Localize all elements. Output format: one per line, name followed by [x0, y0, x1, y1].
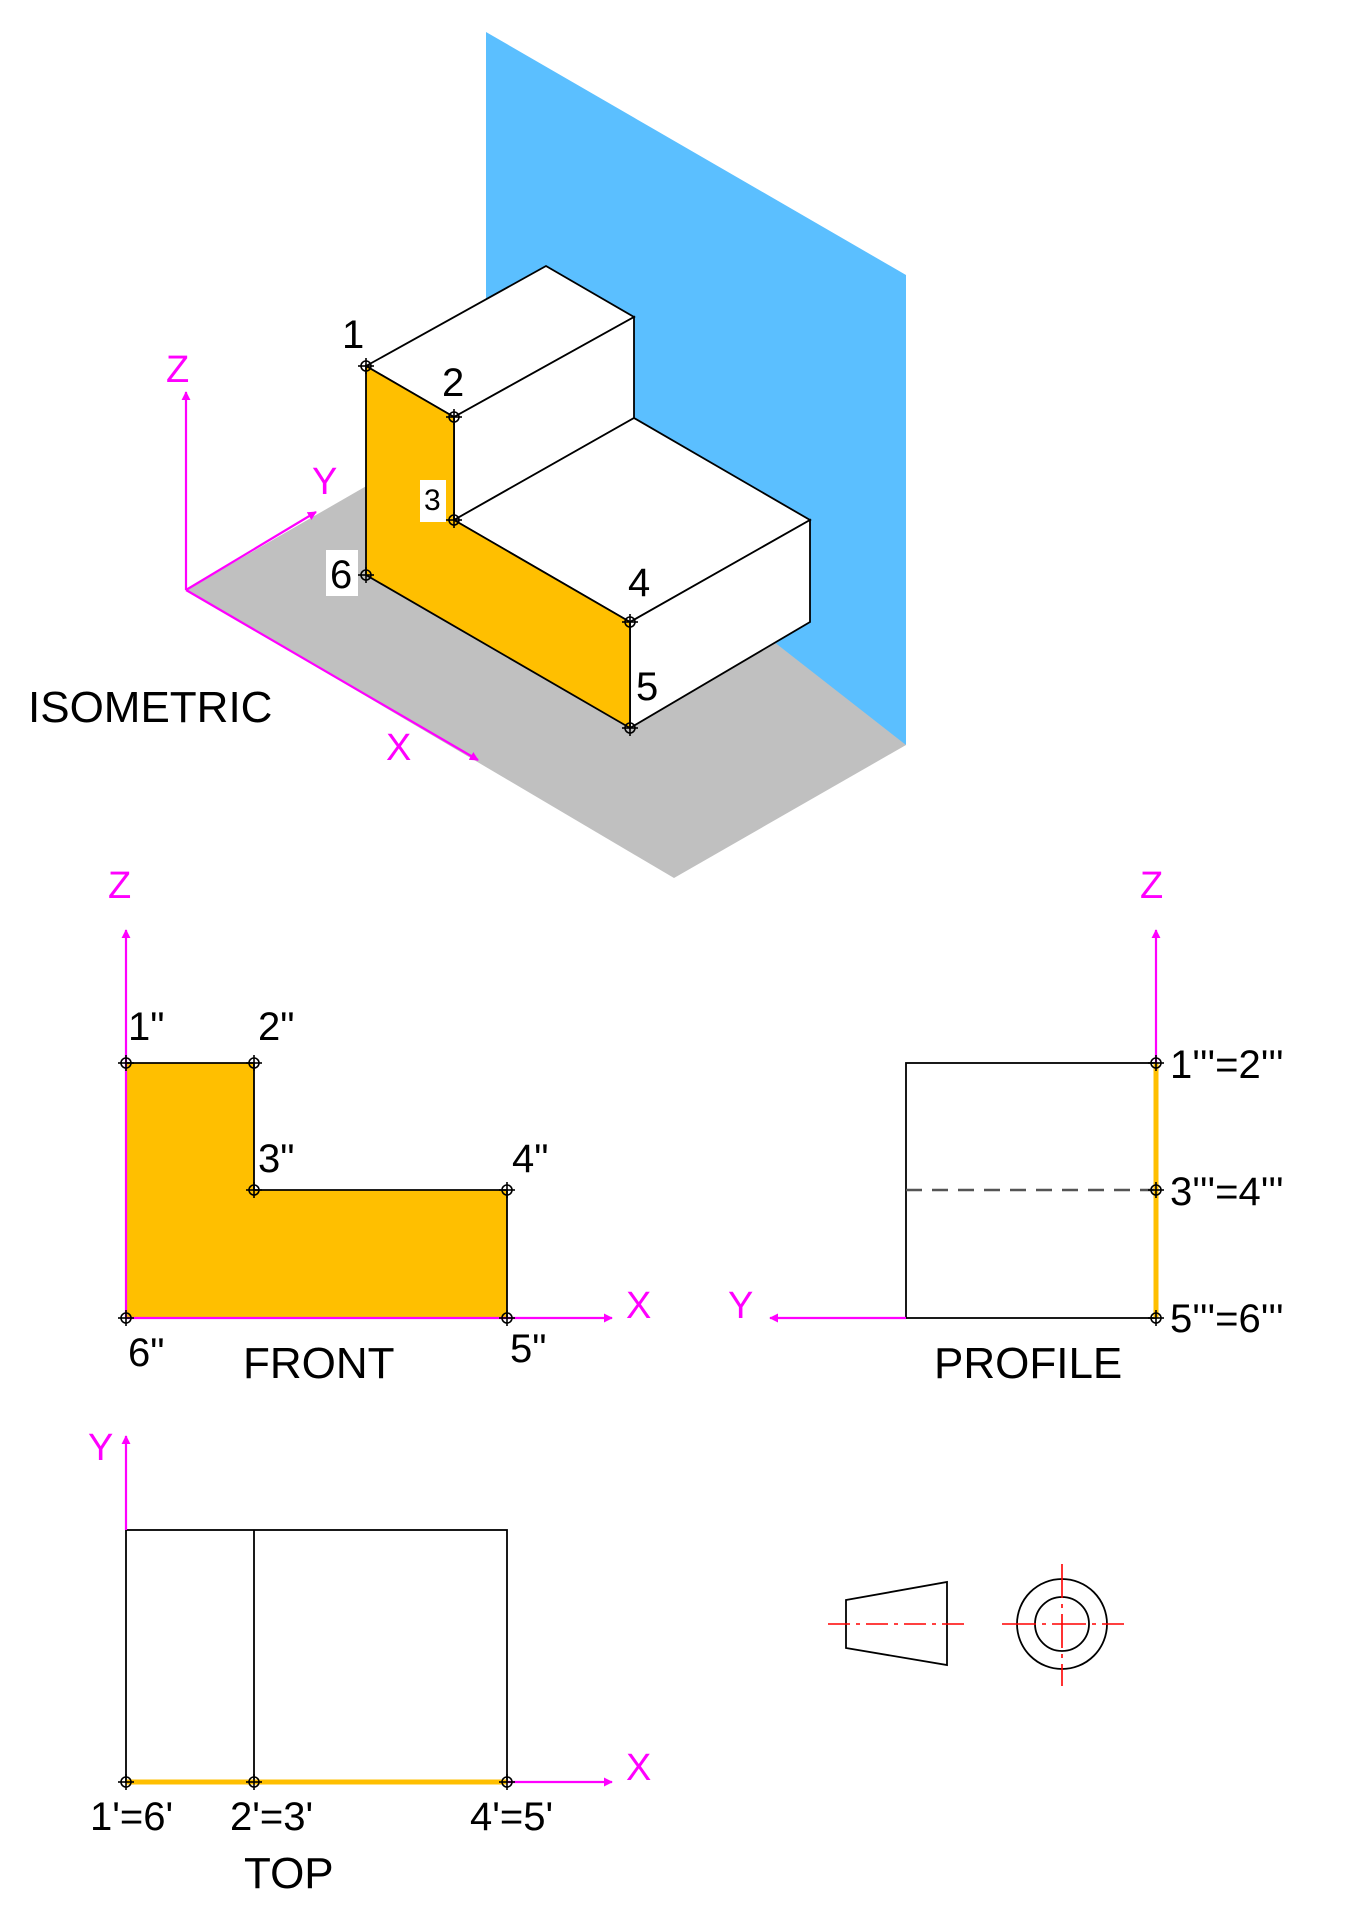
iso-point-label-2: 2	[442, 361, 464, 405]
profile-point-label-5-6: 5'''=6'''	[1170, 1297, 1284, 1341]
iso-point-label-1: 1	[342, 313, 364, 357]
profile-z-axis-label: Z	[1140, 865, 1163, 907]
first-angle-projection-icon	[828, 1564, 1124, 1686]
vertex-marker	[499, 1182, 515, 1198]
iso-point-label-6: 6	[330, 553, 352, 597]
vertex-marker	[1148, 1182, 1164, 1198]
profile-title: PROFILE	[934, 1339, 1122, 1388]
front-point-label-2: 2"	[258, 1005, 294, 1049]
vertex-marker	[118, 1774, 134, 1790]
label-background	[326, 550, 358, 596]
top-axes	[121, 1435, 613, 1787]
vertex-marker	[499, 1774, 515, 1790]
top-point-label-4-5: 4'=5'	[470, 1795, 553, 1839]
iso-x-axis	[185, 589, 479, 761]
iso-z-axis-label: Z	[166, 349, 189, 391]
iso-point-label-5: 5	[636, 665, 658, 709]
front-x-axis-label: X	[626, 1285, 651, 1327]
isometric-title: ISOMETRIC	[28, 683, 272, 732]
profile-vertex-markers	[1148, 1055, 1164, 1326]
label-background	[420, 480, 446, 522]
vertex-marker	[246, 1055, 262, 1071]
top-point-label-2-3: 2'=3'	[230, 1795, 313, 1839]
front-vertex-markers	[118, 1055, 515, 1326]
profile-view: Z Y 1'''=2''' 3'''=4''' 5'''=6''' PROFIL…	[728, 865, 1284, 1388]
top-view: Y X 1'=6' 2'=3' 4'=5' TOP	[88, 1427, 651, 1898]
isometric-axes	[181, 391, 479, 761]
top-point-label-1-6: 1'=6'	[90, 1795, 173, 1839]
vertex-marker	[622, 614, 638, 630]
vertex-marker	[446, 512, 462, 528]
vertex-marker	[358, 358, 374, 374]
iso-y-axis-label: Y	[312, 461, 337, 503]
front-point-label-6: 6"	[128, 1331, 164, 1375]
vertex-marker	[246, 1182, 262, 1198]
top-x-axis-label: X	[626, 1747, 651, 1789]
iso-x-axis-label: X	[386, 727, 411, 769]
top-title: TOP	[244, 1849, 334, 1898]
vertex-marker	[622, 720, 638, 736]
top-outline	[125, 1529, 508, 1783]
front-axes	[121, 929, 613, 1323]
iso-point-label-3: 3	[424, 484, 441, 517]
front-title: FRONT	[243, 1339, 395, 1388]
front-view: Z X 1" 2" 3" 4" 6" 5" FRONT	[108, 865, 651, 1388]
front-face-shape	[125, 1062, 508, 1319]
profile-point-label-3-4: 3'''=4'''	[1170, 1170, 1284, 1214]
vertex-marker	[446, 409, 462, 425]
vertex-marker	[246, 1774, 262, 1790]
vertex-marker	[358, 567, 374, 583]
vertex-marker	[118, 1310, 134, 1326]
front-point-label-1: 1"	[128, 1005, 164, 1049]
top-y-axis-label: Y	[88, 1427, 113, 1469]
top-vertex-markers	[118, 1774, 515, 1790]
vertex-marker	[1148, 1055, 1164, 1071]
profile-point-label-1-2: 1'''=2'''	[1170, 1043, 1284, 1087]
front-point-label-5: 5"	[510, 1327, 546, 1371]
isometric-view: Z Y X 1 2 3 6 4 5 ISOMETRIC	[28, 32, 906, 878]
front-z-axis-label: Z	[108, 865, 131, 907]
iso-y-axis	[185, 511, 317, 591]
front-point-label-4: 4"	[512, 1137, 548, 1181]
vertex-marker	[499, 1310, 515, 1326]
profile-axes	[769, 929, 1161, 1323]
vertex-marker	[118, 1055, 134, 1071]
vertex-marker	[1148, 1310, 1164, 1326]
profile-y-axis-label: Y	[728, 1285, 753, 1327]
front-point-label-3: 3"	[258, 1137, 294, 1181]
iso-point-label-4: 4	[628, 561, 650, 605]
isometric-vertex-markers	[358, 358, 638, 736]
